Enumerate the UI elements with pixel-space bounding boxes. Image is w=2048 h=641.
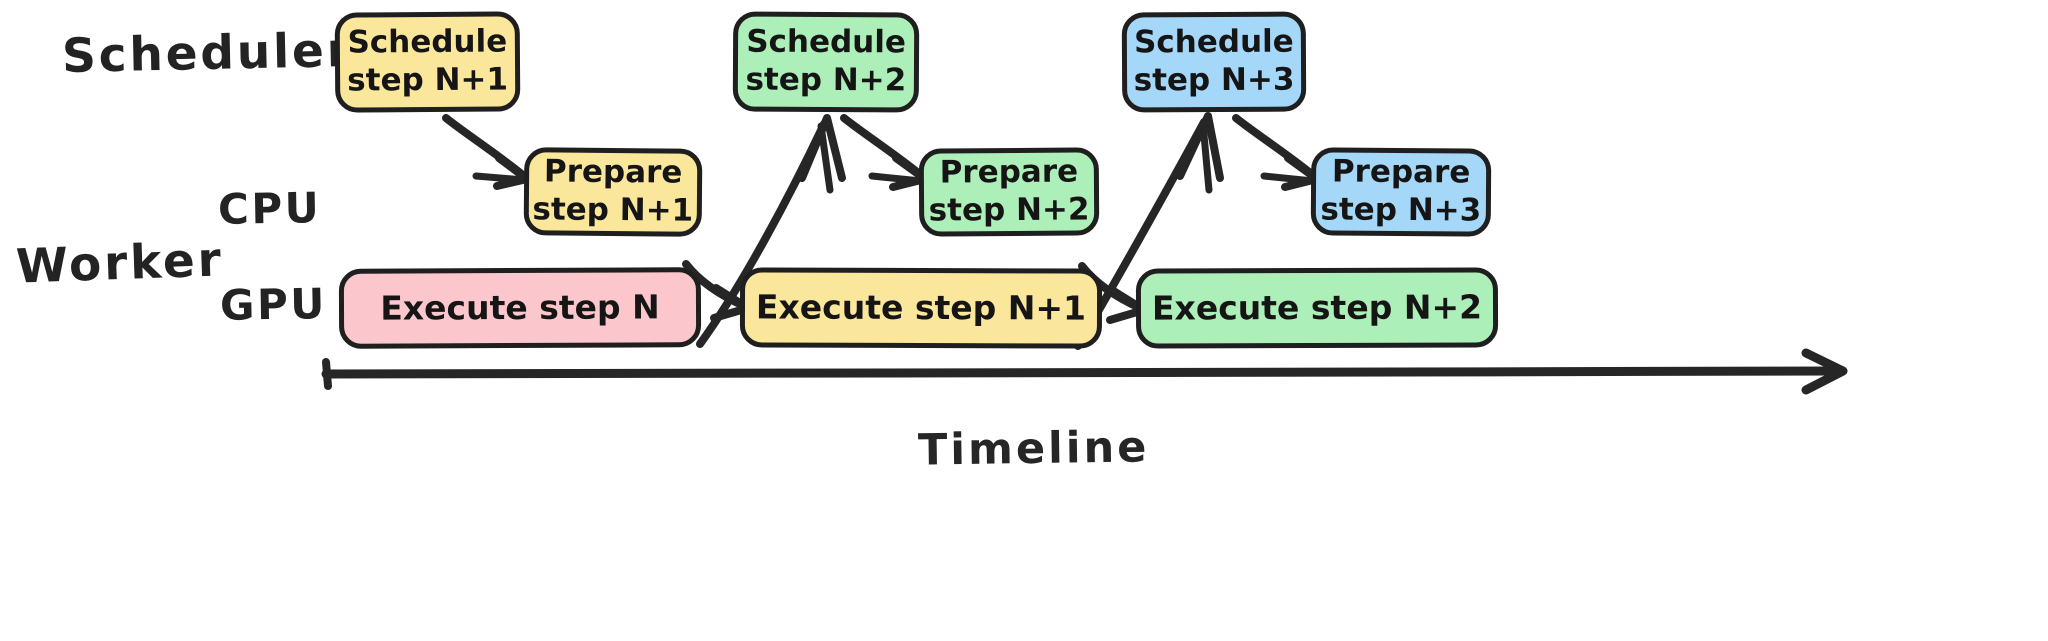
- lane-label-gpu: GPU: [219, 279, 328, 330]
- task-line-1: Schedule: [1133, 23, 1294, 61]
- task-label: Execute step N+1: [755, 287, 1087, 328]
- timeline-axis-caption: Timeline: [917, 422, 1150, 476]
- task-line-1: Schedule: [746, 23, 907, 61]
- arrow-schedule-n2-to-prepare-n2: [840, 114, 929, 191]
- task-line-2: step N+2: [928, 191, 1090, 229]
- task-execute-step-n1[interactable]: Execute step N+1: [739, 267, 1103, 349]
- task-schedule-step-n1[interactable]: Schedule step N+1: [334, 11, 521, 113]
- task-prepare-step-n2[interactable]: Prepare step N+2: [918, 147, 1100, 237]
- task-line-2: step N+3: [1320, 191, 1482, 229]
- task-prepare-step-n3[interactable]: Prepare step N+3: [1310, 147, 1492, 237]
- lane-label-worker: Worker: [15, 232, 225, 295]
- lane-label-scheduler: Scheduler: [61, 22, 354, 85]
- task-label: Execute step N: [380, 287, 660, 328]
- task-line-1: Prepare: [1331, 153, 1471, 191]
- task-line-1: Prepare: [543, 153, 683, 191]
- task-prepare-step-n1[interactable]: Prepare step N+1: [523, 147, 703, 237]
- task-execute-step-n2[interactable]: Execute step N+2: [1135, 267, 1499, 349]
- task-line-1: Prepare: [939, 153, 1079, 191]
- arrow-schedule-n3-to-prepare-n3: [1232, 114, 1321, 191]
- task-line-1: Schedule: [347, 23, 508, 61]
- task-line-2: step N+3: [1133, 61, 1295, 99]
- lane-label-cpu: CPU: [217, 183, 322, 234]
- task-schedule-step-n3[interactable]: Schedule step N+3: [1121, 11, 1307, 113]
- task-label: Execute step N+2: [1151, 287, 1483, 328]
- task-line-2: step N+2: [745, 61, 907, 99]
- task-line-2: step N+1: [347, 61, 509, 99]
- task-execute-step-n[interactable]: Execute step N: [338, 267, 702, 349]
- task-line-2: step N+1: [532, 191, 694, 229]
- task-schedule-step-n2[interactable]: Schedule step N+2: [732, 11, 920, 113]
- arrow-schedule-n1-to-prepare-n1: [442, 114, 531, 190]
- timeline-axis: [321, 348, 1848, 395]
